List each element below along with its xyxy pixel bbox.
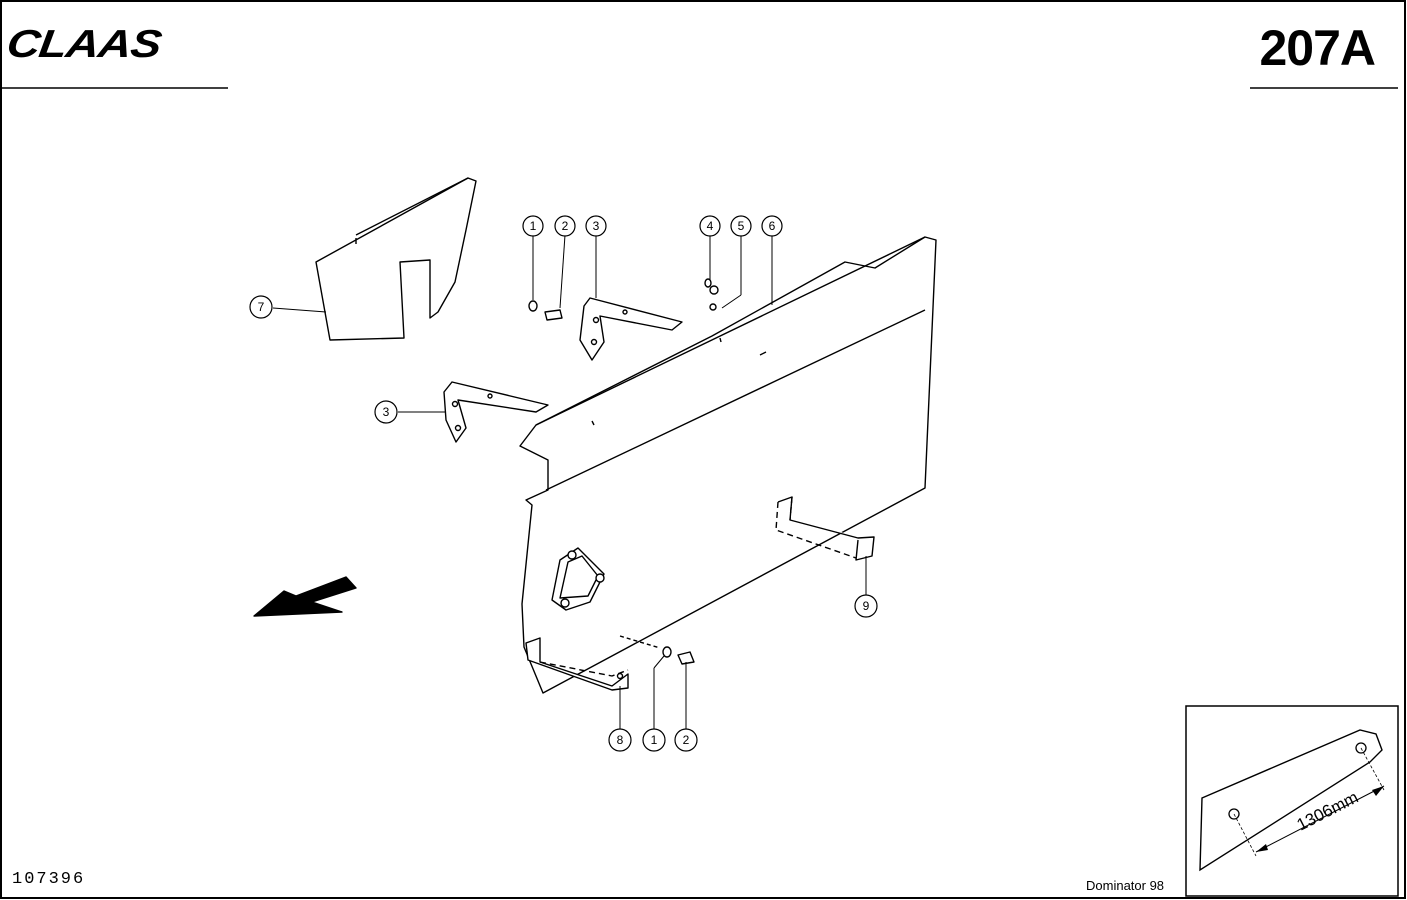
part-9-bracket <box>775 496 875 561</box>
page-number: 207A <box>1259 20 1376 76</box>
fasteners-upper <box>528 278 719 321</box>
callout-2-lower <box>674 728 698 752</box>
part-7-cover-plate <box>315 177 477 341</box>
callout-4 <box>699 215 721 237</box>
callout-1-lower <box>642 728 666 752</box>
callout-2-lower-label: 2 <box>683 733 690 747</box>
callout-6 <box>761 215 783 237</box>
part-3-bracket-upper <box>579 297 683 361</box>
callout-3-lower-label: 3 <box>383 405 390 419</box>
callout-8 <box>608 728 632 752</box>
inset-detail: 1306mm <box>1185 705 1399 897</box>
callout-4-label: 4 <box>707 219 714 233</box>
callout-9-label: 9 <box>863 599 870 613</box>
callout-9 <box>854 594 878 618</box>
callout-6-label: 6 <box>769 219 776 233</box>
document-number: 107396 <box>12 870 86 889</box>
callout-5-label: 5 <box>738 219 745 233</box>
part-8-bracket <box>525 637 629 691</box>
part-6-side-panel <box>519 236 937 694</box>
callout-3-upper-label: 3 <box>593 219 600 233</box>
leader-lines <box>272 234 867 730</box>
callout-8-label: 8 <box>617 733 624 747</box>
fasteners-lower <box>619 635 695 665</box>
callout-3-lower <box>374 400 398 424</box>
callout-1-upper-label: 1 <box>530 219 537 233</box>
callout-1-upper <box>522 215 544 237</box>
callout-7 <box>249 295 273 319</box>
direction-arrow <box>253 576 357 617</box>
callout-2-upper <box>554 215 576 237</box>
model-name: Dominator 98 <box>1086 878 1165 893</box>
callout-1-lower-label: 1 <box>651 733 658 747</box>
callout-7-label: 7 <box>258 300 265 314</box>
part-3-bracket-lower <box>443 381 549 443</box>
callout-5 <box>730 215 752 237</box>
callout-3-upper <box>585 215 607 237</box>
callout-2-upper-label: 2 <box>562 219 569 233</box>
brand-logo: CLAAS <box>4 21 164 66</box>
